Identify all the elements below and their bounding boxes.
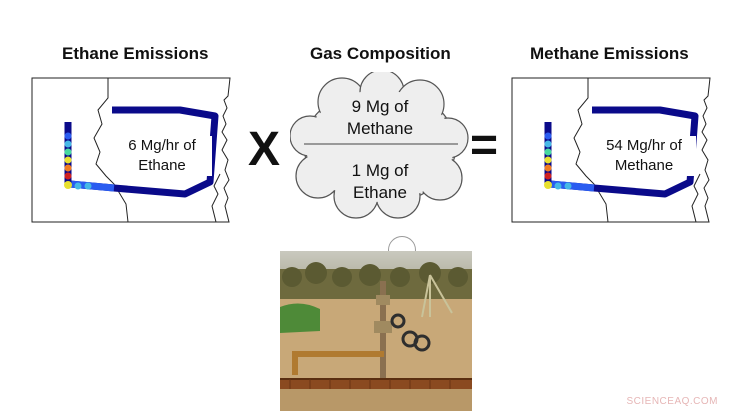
methane-label-line2: Methane xyxy=(614,157,674,174)
ethane-label-line2: Ethane xyxy=(138,157,186,174)
multiply-sign: X xyxy=(248,123,281,176)
ethane-emissions-title: Ethane Emissions xyxy=(62,44,209,63)
methane-map-label: 54 Mg/hr of Methane xyxy=(592,136,696,176)
equals-sign: = xyxy=(470,119,499,172)
ethane-map-label: 6 Mg/hr of Ethane xyxy=(112,136,212,176)
gas-composition-title: Gas Composition xyxy=(310,44,451,63)
denominator-line2: Ethane xyxy=(353,183,407,202)
flight-track-icon xyxy=(544,106,699,198)
numerator-line2: Methane xyxy=(346,119,414,138)
cloud-numerator: 9 Mg of Methane xyxy=(300,96,460,140)
watermark: SCIENCEAQ.COM xyxy=(626,396,718,407)
numerator-line1: 9 Mg of xyxy=(351,97,409,116)
methane-emissions-title: Methane Emissions xyxy=(530,44,689,63)
cloud-denominator: 1 Mg of Ethane xyxy=(300,160,460,204)
methane-label-line1: 54 Mg/hr of xyxy=(606,137,682,154)
ethane-label-line1: 6 Mg/hr of xyxy=(128,137,196,154)
flight-track-icon xyxy=(64,106,219,198)
wellhead-photo-icon xyxy=(280,251,472,411)
denominator-line1: 1 Mg of xyxy=(351,161,409,180)
cloud-icon xyxy=(290,72,469,219)
